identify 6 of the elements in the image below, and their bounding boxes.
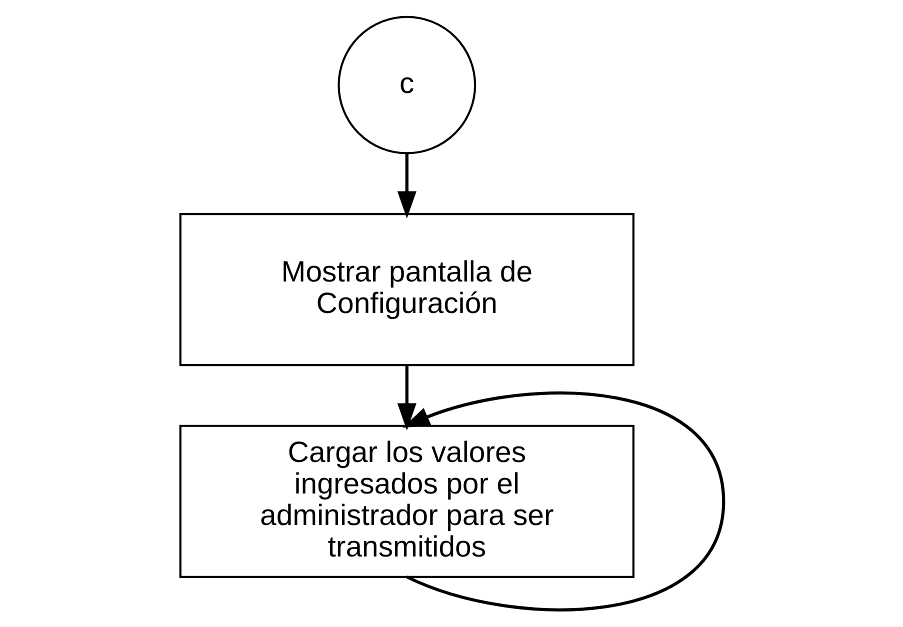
arrow <box>402 392 725 612</box>
node-box: Mostrar pantalla de Configuración <box>178 213 634 366</box>
node-box: Cargar los valores ingresados por el administrador para ser transmitidos <box>178 424 634 578</box>
arrow <box>396 365 416 430</box>
node-circle: c <box>337 16 476 154</box>
arrow <box>396 153 416 219</box>
